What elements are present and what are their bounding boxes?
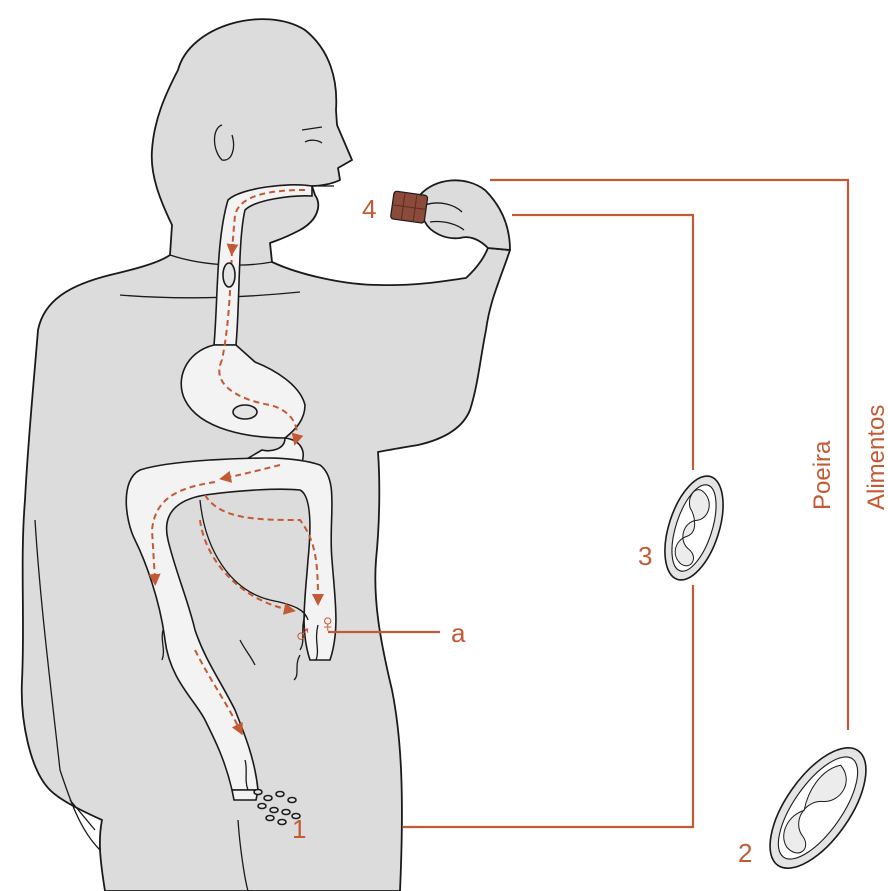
route-food-label: Alimentos (863, 405, 888, 510)
male-symbol: ♂ (293, 619, 313, 649)
part-a-label: a (451, 618, 466, 648)
egg-stage-3 (654, 469, 735, 587)
step-2-label: 2 (738, 838, 752, 868)
female-symbol: ♀ (318, 608, 338, 638)
step-3-label: 3 (638, 541, 652, 571)
step-4-label: 4 (362, 194, 376, 224)
transmission-routes (328, 180, 848, 827)
chocolate-bar (390, 191, 428, 223)
egg-stage-2 (752, 732, 885, 883)
route-dust-label: Poeira (809, 440, 836, 510)
step-1-label: 1 (292, 814, 306, 844)
